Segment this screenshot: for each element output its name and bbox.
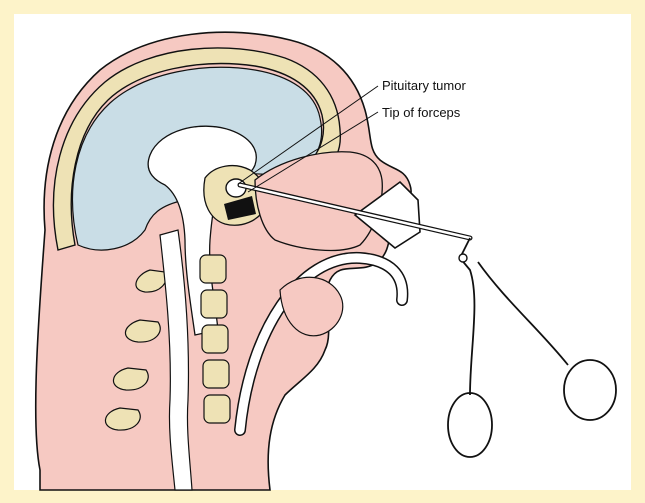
tip-of-forceps-label: Tip of forceps [382, 105, 461, 120]
forceps-pivot [459, 254, 467, 262]
pituitary-tumor-label: Pituitary tumor [382, 78, 466, 93]
cervical-spine [200, 255, 230, 423]
forceps-handles [448, 238, 616, 457]
